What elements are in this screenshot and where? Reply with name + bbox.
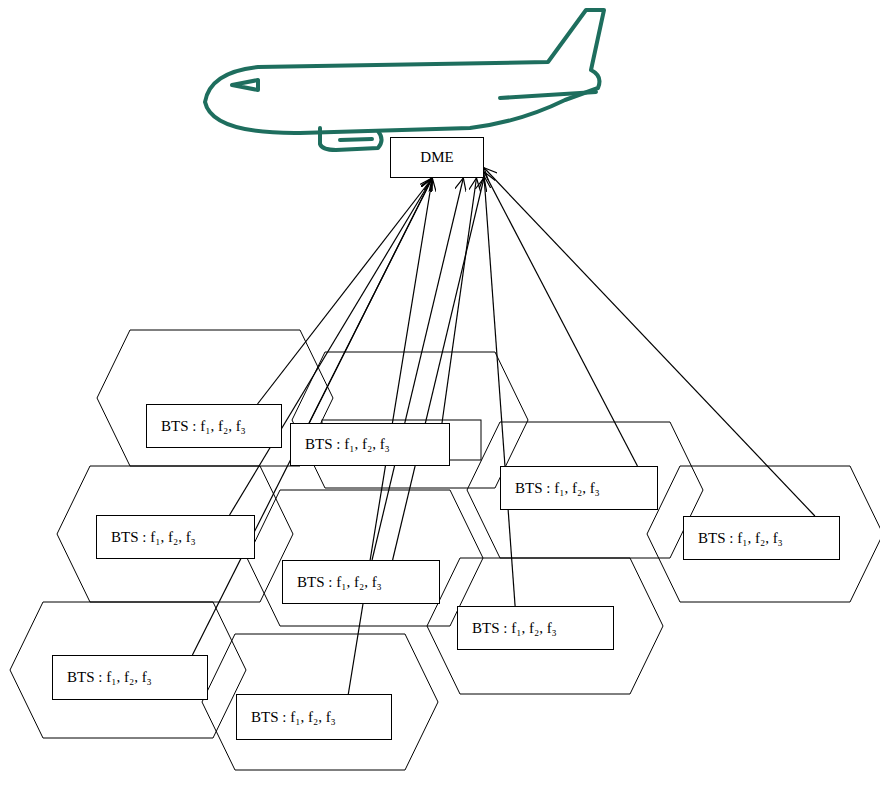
box-label: BTS : f₁, f₂, f₃ <box>515 480 600 497</box>
cell-hexagon <box>10 602 246 738</box>
bts-box: BTS : f₁, f₂, f₃ <box>457 606 614 650</box>
cell-hexagon <box>647 466 880 602</box>
signal-arrow <box>484 172 637 466</box>
box-label: BTS : f₁, f₂, f₃ <box>251 709 336 726</box>
cell-hexagon <box>427 558 663 694</box>
signal-arrow <box>393 178 484 560</box>
dme-box: DME <box>390 137 484 178</box>
box-label: BTS : f₁, f₂, f₃ <box>161 418 246 435</box>
airplane-engine <box>320 128 382 150</box>
box-label: DME <box>420 149 453 166</box>
signal-arrow <box>484 176 515 606</box>
airplane-engine-line <box>340 139 372 140</box>
airplane <box>205 10 604 150</box>
bts-box: BTS : f₁, f₂, f₃ <box>96 515 255 559</box>
bts-box: BTS : f₁, f₂, f₃ <box>290 423 450 466</box>
box-label: BTS : f₁, f₂, f₃ <box>698 530 783 547</box>
signal-arrow <box>258 178 433 404</box>
cell-hexagon <box>292 352 528 488</box>
bts-box: BTS : f₁, f₂, f₃ <box>500 466 658 510</box>
box-label: BTS : f₁, f₂, f₃ <box>297 574 382 591</box>
box-label: BTS : f₁, f₂, f₃ <box>472 620 557 637</box>
bts-box: BTS : f₁, f₂, f₃ <box>236 694 392 740</box>
bts-box: BTS : f₁, f₂, f₃ <box>52 655 208 700</box>
cell-hexagon <box>247 490 483 626</box>
cell-hexagon <box>202 634 438 770</box>
bts-box: BTS : f₁, f₂, f₃ <box>282 560 440 604</box>
signal-arrow <box>442 178 476 423</box>
signal-arrow <box>484 168 815 516</box>
box-label: BTS : f₁, f₂, f₃ <box>111 529 196 546</box>
cell-hexagon <box>57 466 293 602</box>
airplane-cockpit <box>232 80 258 90</box>
cell-grid <box>10 330 880 770</box>
airplane-stabilizer <box>500 92 596 98</box>
airplane-body <box>205 10 604 133</box>
box-label: BTS : f₁, f₂, f₃ <box>305 436 390 453</box>
box-label: BTS : f₁, f₂, f₃ <box>67 669 152 686</box>
bts-box: BTS : f₁, f₂, f₃ <box>146 404 282 448</box>
bts-box: BTS : f₁, f₂, f₃ <box>683 516 840 560</box>
cell-hexagon <box>467 422 703 558</box>
signal-arrow <box>372 178 463 560</box>
